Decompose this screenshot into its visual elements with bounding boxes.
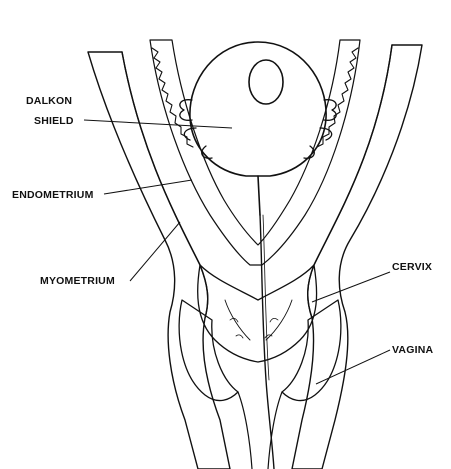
myometrium-leader <box>130 222 180 281</box>
cervix-leader <box>312 272 390 302</box>
endometrium-lining <box>150 40 360 265</box>
cervix <box>198 265 317 362</box>
dalkon-label-line1: DALKON <box>26 95 72 107</box>
vagina-label: VAGINA <box>392 344 433 356</box>
dalkon-label-line2: SHIELD <box>34 115 74 127</box>
uterine-wall-left <box>88 52 230 469</box>
uterine-wall-right <box>292 45 422 469</box>
myometrium-label: MYOMETRIUM <box>40 275 115 287</box>
iud-center-window <box>249 60 283 104</box>
endometrium-leader <box>104 180 192 194</box>
cervix-label: CERVIX <box>392 261 432 273</box>
dalkon-shield-leader <box>84 120 232 128</box>
vagina-leader <box>316 350 390 384</box>
dalkon-shield-iud <box>180 42 336 469</box>
endometrium-label: ENDOMETRIUM <box>12 189 94 201</box>
